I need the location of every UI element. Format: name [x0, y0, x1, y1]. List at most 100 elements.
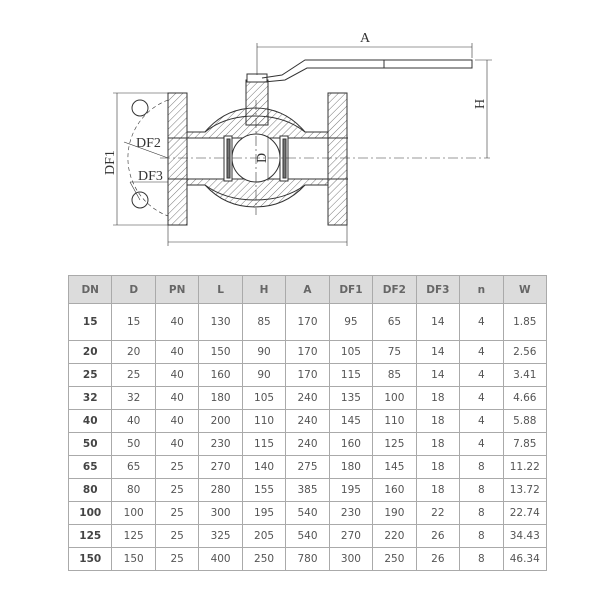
- table-cell-dn: 80: [67, 478, 113, 502]
- table-cell-pn: 40: [154, 303, 200, 341]
- table-cell-w: 4.66: [502, 386, 548, 410]
- stem: [245, 79, 269, 126]
- table-cell-df2: 220: [372, 524, 417, 548]
- ball-valve-drawing: A H D DF1 DF2 DF3: [103, 31, 492, 246]
- dimension-label-df2: DF2: [136, 136, 161, 151]
- table-cell-l: 400: [198, 547, 243, 571]
- column-header-df2: DF2: [372, 275, 417, 304]
- column-header-pn: PN: [154, 275, 200, 304]
- table-cell-df2: 75: [372, 340, 417, 364]
- column-header-df1: DF1: [328, 275, 374, 304]
- table-cell-n: 8: [459, 501, 504, 525]
- column-header-l: L: [198, 275, 243, 304]
- table-cell-pn: 25: [154, 524, 200, 548]
- table-cell-a: 170: [285, 363, 330, 387]
- table-cell-a: 170: [285, 303, 330, 341]
- table-cell-a: 275: [285, 455, 330, 479]
- table-cell-pn: 25: [154, 455, 200, 479]
- table-cell-h: 115: [241, 432, 287, 456]
- table-cell-h: 85: [241, 303, 287, 341]
- table-cell-dn: 15: [67, 303, 113, 341]
- table-cell-d: 20: [111, 340, 156, 364]
- table-cell-w: 1.85: [502, 303, 548, 341]
- table-cell-d: 65: [111, 455, 156, 479]
- dimension-label-df3: DF3: [138, 169, 163, 184]
- table-cell-dn: 150: [67, 547, 113, 571]
- table-cell-a: 385: [285, 478, 330, 502]
- table-cell-a: 780: [285, 547, 330, 571]
- column-header-h: H: [241, 275, 287, 304]
- table-cell-a: 240: [285, 386, 330, 410]
- table-cell-h: 110: [241, 409, 287, 433]
- table-cell-w: 7.85: [502, 432, 548, 456]
- table-cell-d: 32: [111, 386, 156, 410]
- table-cell-df2: 85: [372, 363, 417, 387]
- table-cell-w: 5.88: [502, 409, 548, 433]
- table-cell-w: 46.34: [502, 547, 548, 571]
- table-cell-df1: 180: [328, 455, 374, 479]
- table-cell-df3: 18: [415, 478, 461, 502]
- table-cell-dn: 65: [67, 455, 113, 479]
- table-cell-df3: 18: [415, 455, 461, 479]
- table-cell-n: 4: [459, 363, 504, 387]
- table-cell-dn: 25: [67, 363, 113, 387]
- table-cell-l: 280: [198, 478, 243, 502]
- dimension-label-h: H: [473, 99, 488, 109]
- table-cell-a: 240: [285, 432, 330, 456]
- table-cell-df2: 160: [372, 478, 417, 502]
- table-cell-pn: 25: [154, 547, 200, 571]
- table-cell-a: 540: [285, 524, 330, 548]
- table-cell-l: 150: [198, 340, 243, 364]
- table-cell-h: 205: [241, 524, 287, 548]
- table-cell-dn: 32: [67, 386, 113, 410]
- table-cell-l: 325: [198, 524, 243, 548]
- table-cell-d: 15: [111, 303, 156, 341]
- table-cell-n: 8: [459, 478, 504, 502]
- table-cell-n: 4: [459, 340, 504, 364]
- table-cell-n: 8: [459, 547, 504, 571]
- table-cell-df3: 14: [415, 363, 461, 387]
- column-header-w: W: [502, 275, 548, 304]
- table-cell-df2: 100: [372, 386, 417, 410]
- dimension-label-a: A: [360, 31, 371, 46]
- table-cell-df1: 300: [328, 547, 374, 571]
- column-header-d: D: [111, 275, 156, 304]
- table-cell-a: 240: [285, 409, 330, 433]
- table-cell-dn: 40: [67, 409, 113, 433]
- table-cell-n: 4: [459, 432, 504, 456]
- table-cell-a: 540: [285, 501, 330, 525]
- table-cell-h: 90: [241, 340, 287, 364]
- table-cell-pn: 25: [154, 478, 200, 502]
- table-cell-df3: 26: [415, 524, 461, 548]
- table-cell-df2: 65: [372, 303, 417, 341]
- table-cell-h: 195: [241, 501, 287, 525]
- table-cell-dn: 50: [67, 432, 113, 456]
- table-cell-n: 8: [459, 455, 504, 479]
- table-cell-n: 8: [459, 524, 504, 548]
- table-cell-a: 170: [285, 340, 330, 364]
- table-cell-l: 130: [198, 303, 243, 341]
- table-cell-df1: 145: [328, 409, 374, 433]
- table-cell-pn: 25: [154, 501, 200, 525]
- dimension-label-d: D: [255, 153, 270, 163]
- table-cell-w: 11.22: [502, 455, 548, 479]
- table-cell-h: 140: [241, 455, 287, 479]
- table-cell-df1: 270: [328, 524, 374, 548]
- table-cell-l: 270: [198, 455, 243, 479]
- table-cell-d: 125: [111, 524, 156, 548]
- table-cell-d: 50: [111, 432, 156, 456]
- column-header-n: n: [459, 275, 504, 304]
- dimension-label-df1: DF1: [103, 150, 118, 175]
- table-cell-l: 230: [198, 432, 243, 456]
- table-cell-h: 155: [241, 478, 287, 502]
- table-cell-h: 90: [241, 363, 287, 387]
- table-cell-dn: 100: [67, 501, 113, 525]
